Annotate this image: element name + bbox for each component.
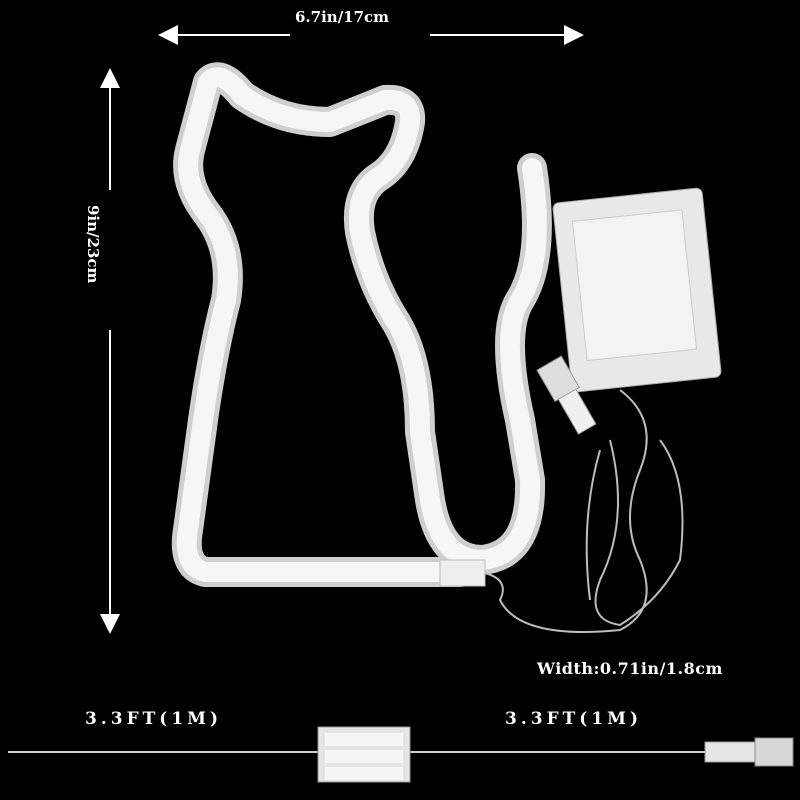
length-dimension-label: 6.7in/17cm: [295, 8, 390, 26]
cable-left-length-label: 3.3FT(1M): [85, 709, 223, 729]
usb-plug: [536, 355, 597, 435]
cable-diagram: [8, 726, 794, 783]
wires: [484, 389, 684, 633]
width-dimension-label: Width:0.71in/1.8cm: [537, 659, 723, 678]
cat-neon-light: [171, 62, 552, 587]
cable-right-length-label: 3.3FT(1M): [505, 709, 643, 729]
battery-box: [552, 187, 722, 393]
height-dimension-label: 9in/23cm: [84, 205, 102, 284]
